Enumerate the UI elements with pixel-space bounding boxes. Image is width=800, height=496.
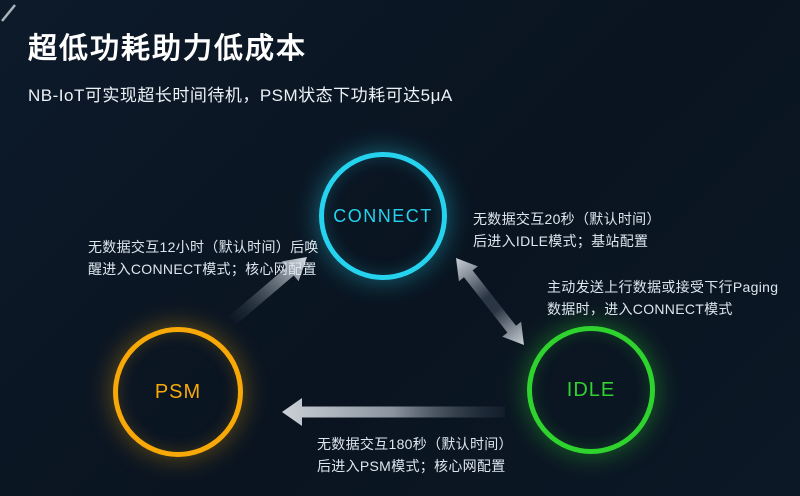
page-title: 超低功耗助力低成本	[28, 33, 308, 65]
annotation-line: 后进入PSM模式；核心网配置	[317, 458, 506, 474]
annotation-line: 醒进入CONNECT模式；核心网配置	[88, 261, 317, 277]
state-label-psm: PSM	[154, 380, 202, 403]
page-subtitle: NB-IoT可实现超长时间待机，PSM状态下功耗可达5μA	[28, 86, 453, 105]
annotation-idle-to-connect: 主动发送上行数据或接受下行Paging 数据时，进入CONNECT模式	[547, 276, 778, 320]
state-circle-idle: IDLE	[527, 326, 655, 454]
arrow-idle-to-psm-icon	[282, 398, 505, 426]
arrow-connect-idle-bidirectional-icon	[456, 258, 524, 345]
state-circle-psm: PSM	[113, 327, 243, 457]
state-label-idle: IDLE	[566, 378, 616, 401]
annotation-line: 无数据交互12小时（默认时间）后唤	[88, 239, 319, 255]
annotation-line: 主动发送上行数据或接受下行Paging	[547, 279, 779, 295]
annotation-line: 数据时，进入CONNECT模式	[547, 301, 733, 317]
annotation-idle-to-psm: 无数据交互180秒（默认时间） 后进入PSM模式；核心网配置	[317, 433, 513, 477]
state-circle-connect: CONNECT	[319, 152, 447, 280]
annotation-psm-to-connect: 无数据交互12小时（默认时间）后唤 醒进入CONNECT模式；核心网配置	[88, 236, 319, 280]
annotation-line: 后进入IDLE模式；基站配置	[473, 233, 649, 249]
corner-accent-line	[1, 4, 16, 22]
annotation-line: 无数据交互180秒（默认时间）	[317, 436, 513, 452]
annotation-line: 无数据交互20秒（默认时间）	[473, 211, 661, 227]
state-label-connect: CONNECT	[333, 205, 433, 226]
annotation-connect-to-idle: 无数据交互20秒（默认时间） 后进入IDLE模式；基站配置	[473, 208, 661, 252]
